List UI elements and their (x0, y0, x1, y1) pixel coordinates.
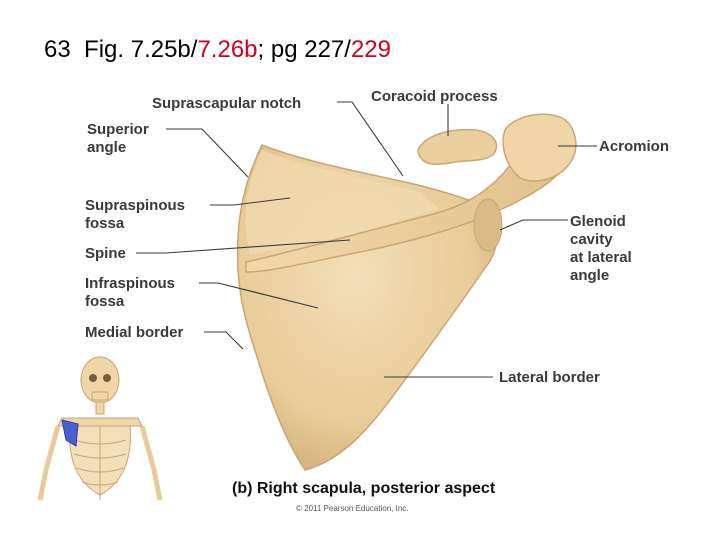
label-glenoid-2: cavity (570, 231, 613, 248)
label-lateral-border: Lateral border (499, 369, 600, 386)
label-infraspinous-2: fossa (85, 293, 125, 310)
highlighted-scapula-icon (62, 420, 78, 446)
skeleton-thumbnail (40, 357, 160, 500)
acromion-process (503, 114, 576, 181)
leader-suprascapular-notch (337, 102, 403, 176)
copyright-notice: © 2011 Pearson Education, Inc. (296, 504, 408, 513)
label-glenoid-3: at lateral (570, 249, 632, 266)
label-spine: Spine (85, 245, 126, 262)
leader-glenoid-cavity (500, 220, 568, 230)
figure-caption: (b) Right scapula, posterior aspect (232, 480, 496, 497)
label-superior-angle-1: Superior (87, 121, 149, 138)
label-coracoid-process: Coracoid process (371, 88, 498, 105)
label-glenoid-4: angle (570, 267, 609, 284)
label-glenoid-1: Glenoid (570, 213, 626, 230)
glenoid-cavity-shape (474, 199, 502, 251)
label-supraspinous-2: fossa (85, 215, 125, 232)
label-medial-border: Medial border (85, 324, 184, 341)
label-superior-angle-2: angle (87, 139, 126, 156)
leader-medial-border (204, 332, 243, 349)
label-infraspinous-1: Infraspinous (85, 275, 175, 292)
label-acromion: Acromion (599, 138, 669, 155)
leader-superior-angle (166, 129, 248, 177)
label-supraspinous-1: Supraspinous (85, 197, 185, 214)
coracoid-process-shape (418, 130, 496, 165)
label-suprascapular-notch: Suprascapular notch (152, 95, 301, 112)
